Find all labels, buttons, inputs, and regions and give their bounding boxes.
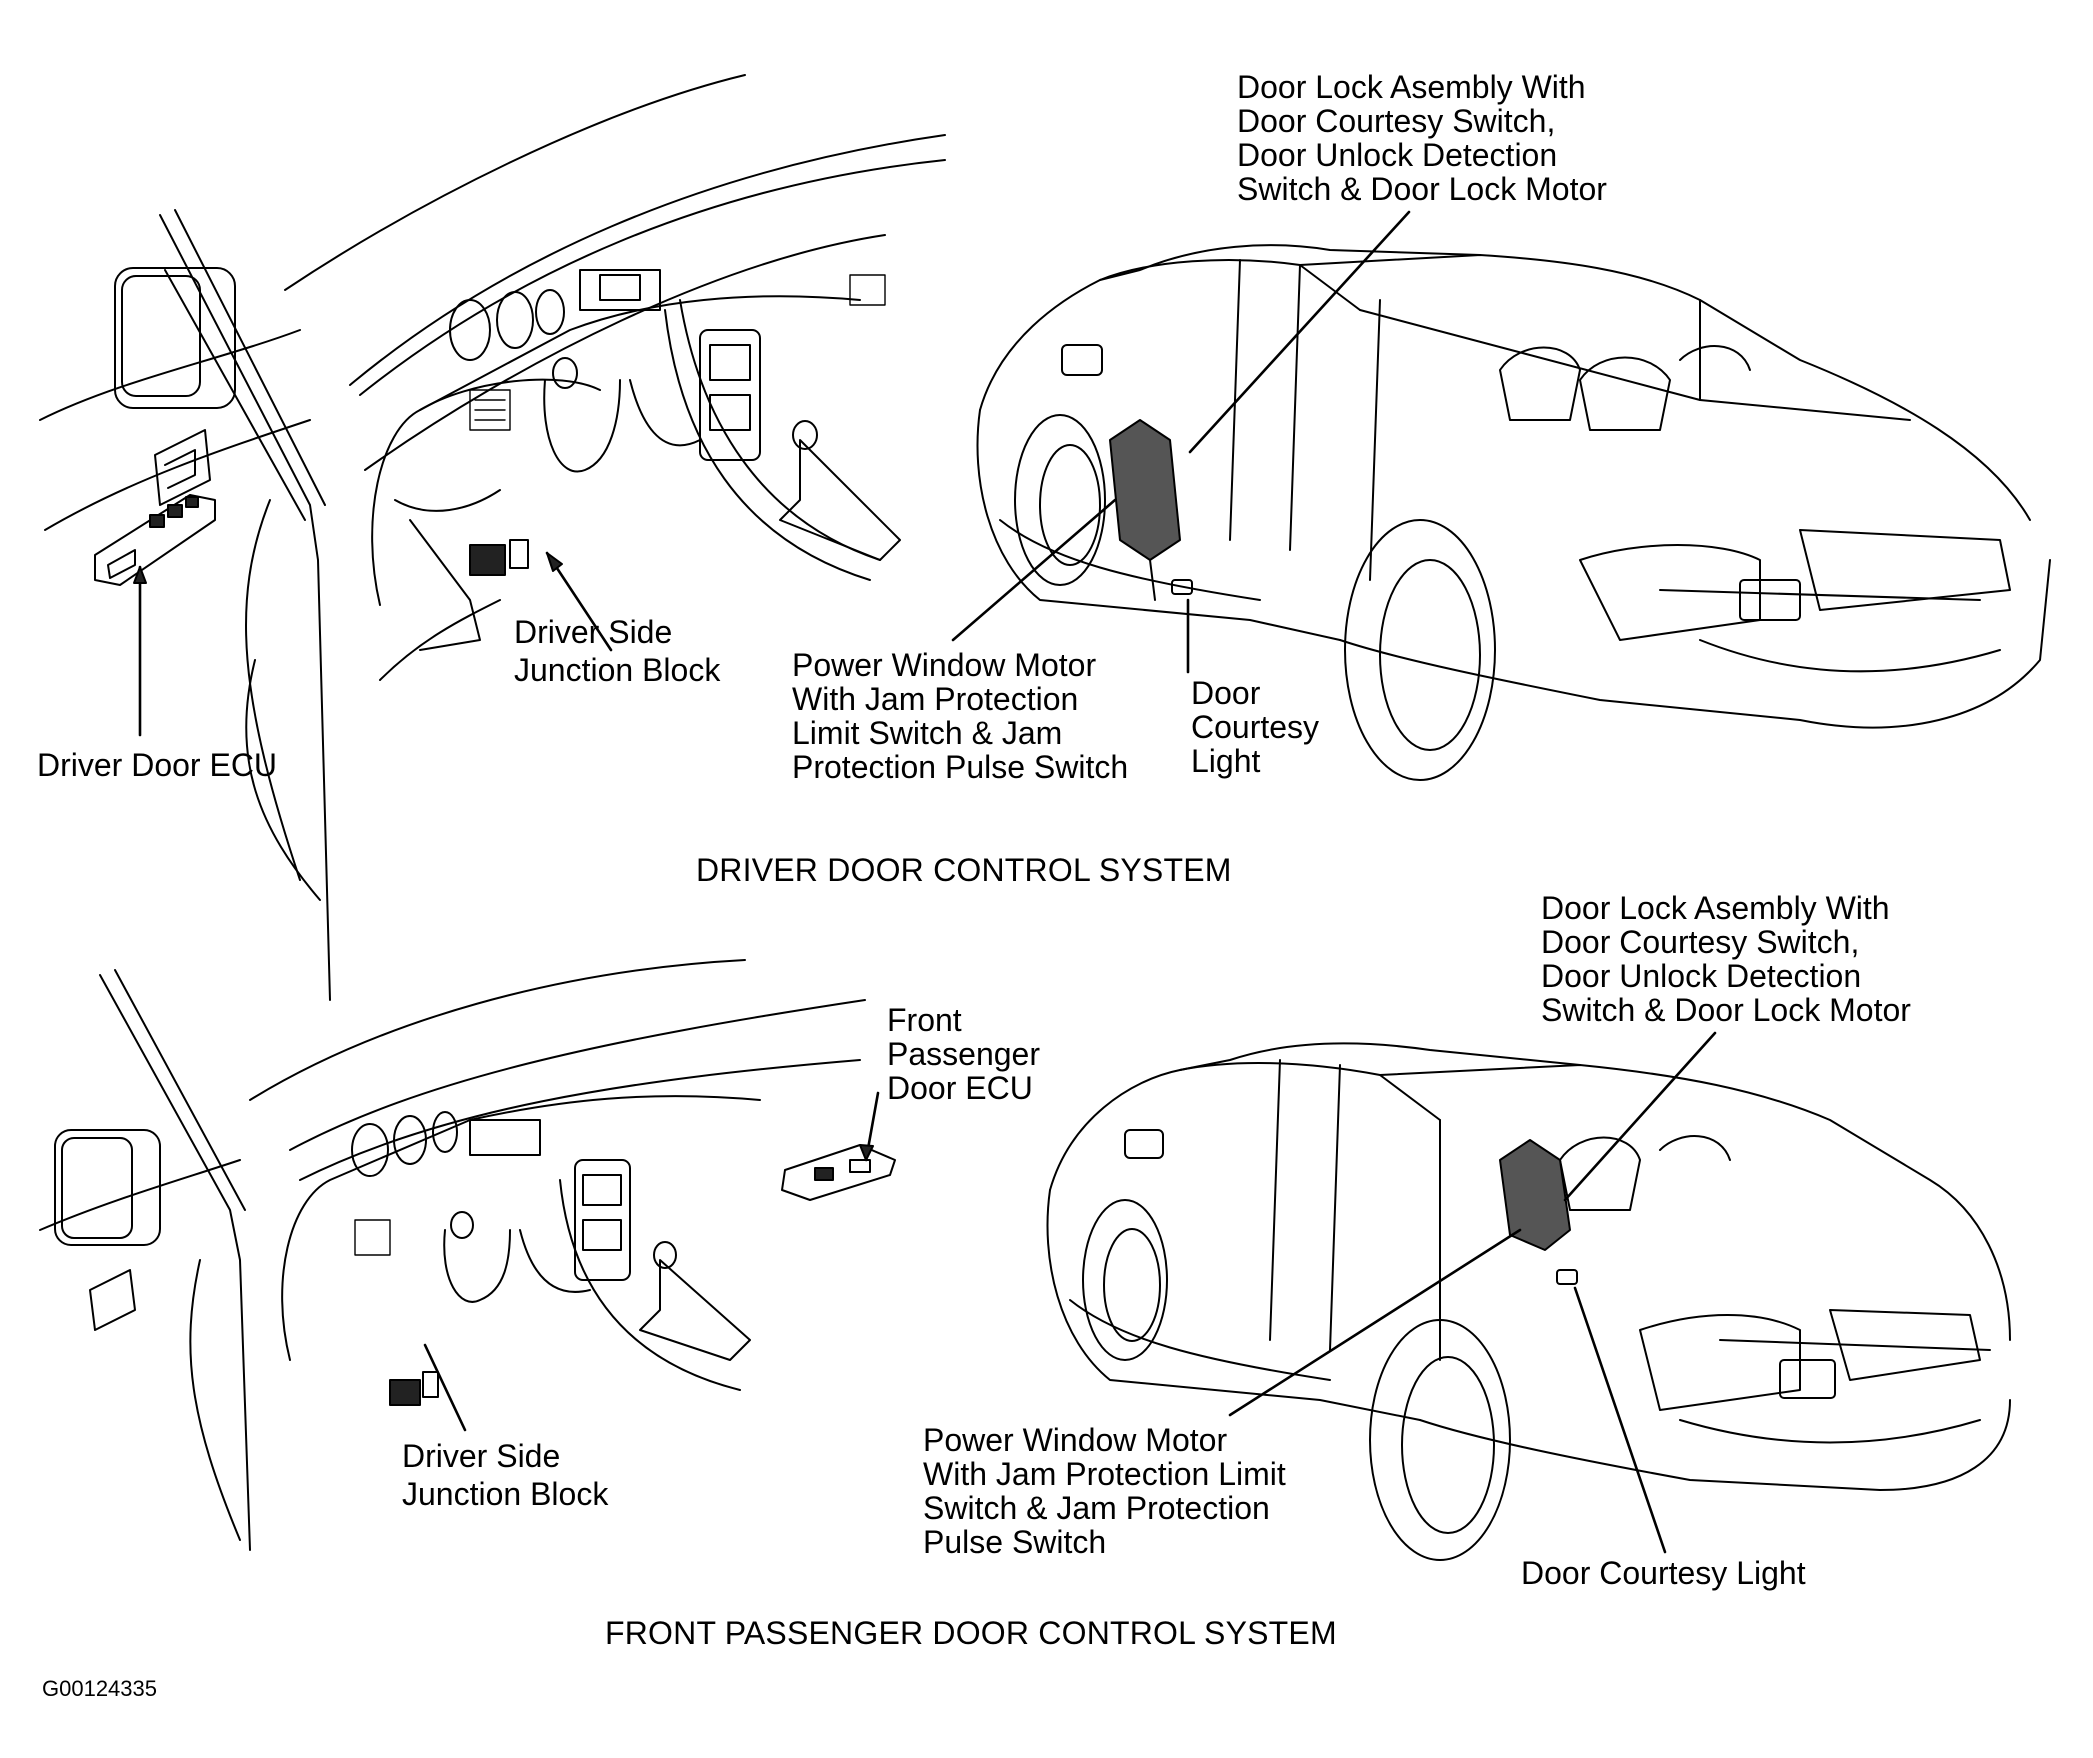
label-door-courtesy-light-top: Door Courtesy Light xyxy=(1191,676,1319,778)
label-line: Courtesy xyxy=(1191,709,1320,745)
label-power-window-motor-bottom: Power Window Motor With Jam Protection L… xyxy=(923,1423,1286,1559)
panel-title-front-passenger-door-control-system: FRONT PASSENGER DOOR CONTROL SYSTEM xyxy=(605,1615,1337,1651)
leader-junction-block-bottom xyxy=(423,1343,467,1432)
label-line: Protection Pulse Switch xyxy=(792,749,1129,785)
label-line: Door ECU xyxy=(887,1070,1033,1106)
label-line: Driver Side xyxy=(402,1438,561,1474)
label-line: Door xyxy=(1191,675,1261,711)
label-driver-side-junction-block-top: Driver Side Junction Block xyxy=(514,613,720,689)
leader-power-window-bottom xyxy=(1228,1228,1522,1417)
label-line: Pulse Switch xyxy=(923,1524,1107,1560)
label-door-courtesy-light-bottom: Door Courtesy Light xyxy=(1521,1556,1806,1590)
label-power-window-motor-top: Power Window Motor With Jam Protection L… xyxy=(792,648,1128,784)
driver-cockpit-illustration-top xyxy=(39,74,946,1001)
label-line: With Jam Protection Limit xyxy=(923,1456,1286,1492)
leader-door-lock-top xyxy=(1188,210,1411,454)
label-line: Light xyxy=(1191,743,1261,779)
leader-courtesy-light-bottom xyxy=(1573,1286,1667,1554)
label-line: Switch & Jam Protection xyxy=(923,1490,1270,1526)
passenger-cockpit-illustration-bottom xyxy=(39,959,896,1551)
leader-lines-top xyxy=(133,210,1411,737)
label-line: Limit Switch & Jam xyxy=(792,715,1063,751)
panel-title-driver-door-control-system: DRIVER DOOR CONTROL SYSTEM xyxy=(696,852,1232,888)
label-line: Driver Door ECU xyxy=(37,747,278,783)
label-line: Door Lock Asembly With xyxy=(1237,69,1586,105)
figure-id: G00124335 xyxy=(42,1676,157,1701)
label-line: Power Window Motor xyxy=(923,1422,1228,1458)
label-door-lock-assembly-top: Door Lock Asembly With Door Courtesy Swi… xyxy=(1237,70,1607,206)
label-line: Front xyxy=(887,1002,962,1038)
car-exterior-illustration-bottom xyxy=(1046,1042,2011,1561)
label-line: Power Window Motor xyxy=(792,647,1097,683)
leader-power-window-top xyxy=(951,498,1117,642)
label-line: Junction Block xyxy=(514,652,721,688)
label-line: Passenger xyxy=(887,1036,1040,1072)
label-line: Door Lock Asembly With xyxy=(1541,890,1890,926)
label-line: Switch & Door Lock Motor xyxy=(1237,171,1607,207)
label-line: Junction Block xyxy=(402,1476,609,1512)
label-front-passenger-door-ecu: Front Passenger Door ECU xyxy=(887,1003,1040,1105)
label-door-lock-assembly-bottom: Door Lock Asembly With Door Courtesy Swi… xyxy=(1541,891,1911,1027)
leader-junction-block-top xyxy=(545,551,613,652)
label-driver-side-junction-block-bottom: Driver Side Junction Block xyxy=(402,1437,608,1513)
label-line: Door Unlock Detection xyxy=(1237,137,1558,173)
car-exterior-illustration-top xyxy=(976,244,2051,781)
label-line: Door Courtesy Switch, xyxy=(1541,924,1860,960)
label-line: Driver Side xyxy=(514,614,673,650)
label-line: With Jam Protection xyxy=(792,681,1079,717)
label-driver-door-ecu: Driver Door ECU xyxy=(37,748,277,782)
leader-lines-bottom xyxy=(423,1031,1717,1554)
label-line: Door Unlock Detection xyxy=(1541,958,1862,994)
label-line: Door Courtesy Switch, xyxy=(1237,103,1556,139)
label-line: Door Courtesy Light xyxy=(1521,1555,1806,1591)
label-line: Switch & Door Lock Motor xyxy=(1541,992,1911,1028)
leader-door-lock-bottom xyxy=(1563,1031,1717,1202)
